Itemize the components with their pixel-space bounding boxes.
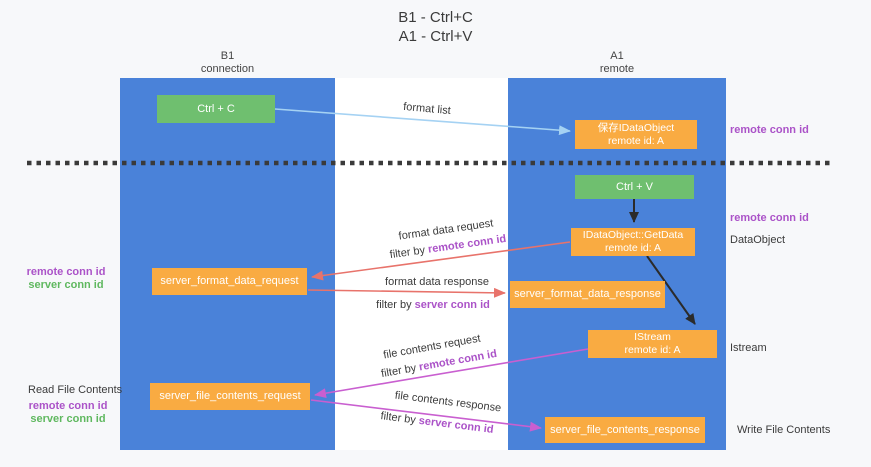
lane-b1-subtitle: connection bbox=[200, 63, 255, 75]
diagram-title: B1 - Ctrl+C A1 - Ctrl+V bbox=[0, 8, 871, 46]
annotation-read-file-contents: Read File Contents bbox=[28, 384, 123, 396]
node-server-format-data-request: server_format_data_request bbox=[152, 268, 307, 295]
flow-label-format-data-response-filter: filter by server conn id bbox=[376, 299, 490, 311]
node-server-format-data-response: server_format_data_response bbox=[510, 281, 665, 308]
node-idataobject-getdata-line2: remote id: A bbox=[604, 242, 662, 254]
lane-b1-name: B1 bbox=[220, 50, 235, 62]
annotation-remote-conn-id-mid: remote conn id bbox=[730, 212, 809, 224]
node-save-idataobject-line1: 保存IDataObject bbox=[597, 121, 675, 134]
lane-a1-name: A1 bbox=[610, 50, 624, 62]
annotation-left-server-conn-id: server conn id bbox=[28, 279, 104, 291]
node-save-idataobject: 保存IDataObject remote id: A bbox=[575, 120, 697, 149]
annotation-istream: Istream bbox=[730, 342, 767, 354]
annotation-left-remote-conn-id: remote conn id bbox=[26, 266, 106, 278]
lane-header-b1: B1 connection bbox=[120, 50, 335, 76]
flow-label-format-data-response: format data response bbox=[385, 276, 489, 288]
annotation-remote-conn-id-top: remote conn id bbox=[730, 124, 809, 136]
node-ctrl-c-label: Ctrl + C bbox=[197, 102, 235, 115]
node-server-format-data-response-label: server_format_data_response bbox=[514, 288, 661, 300]
filter-by-text: filter by bbox=[376, 299, 415, 311]
node-istream-line2: remote id: A bbox=[624, 344, 681, 356]
annotation-left-bottom-server-conn-id: server conn id bbox=[30, 413, 106, 425]
lane-a1-subtitle: remote bbox=[599, 63, 635, 75]
node-server-file-contents-request: server_file_contents_request bbox=[150, 383, 310, 410]
node-server-format-data-request-label: server_format_data_request bbox=[160, 275, 299, 287]
annotation-left-bottom-remote-conn-id: remote conn id bbox=[28, 400, 108, 412]
annotation-left-bottom-conn-ids: remote conn id server conn id bbox=[22, 400, 114, 426]
node-server-file-contents-request-label: server_file_contents_request bbox=[159, 390, 301, 402]
server-conn-id-text: server conn id bbox=[414, 299, 490, 311]
title-line-2: A1 - Ctrl+V bbox=[398, 28, 473, 45]
node-save-idataobject-line2: remote id: A bbox=[607, 134, 665, 147]
node-istream-line1: IStream bbox=[634, 331, 671, 343]
annotation-left-conn-ids: remote conn id server conn id bbox=[20, 266, 112, 292]
node-server-file-contents-response: server_file_contents_response bbox=[545, 417, 705, 443]
node-server-file-contents-response-label: server_file_contents_response bbox=[550, 423, 700, 436]
title-line-1: B1 - Ctrl+C bbox=[398, 9, 473, 26]
annotation-write-file-contents: Write File Contents bbox=[737, 424, 831, 436]
lane-header-a1: A1 remote bbox=[508, 50, 726, 76]
node-ctrl-c: Ctrl + C bbox=[157, 95, 275, 123]
annotation-dataobject: DataObject bbox=[730, 234, 786, 246]
node-istream: IStream remote id: A bbox=[588, 330, 717, 358]
node-ctrl-v-label: Ctrl + V bbox=[616, 180, 653, 193]
node-ctrl-v: Ctrl + V bbox=[575, 175, 694, 199]
node-idataobject-getdata: IDataObject::GetData remote id: A bbox=[571, 228, 695, 256]
node-idataobject-getdata-line1: IDataObject::GetData bbox=[582, 229, 684, 241]
